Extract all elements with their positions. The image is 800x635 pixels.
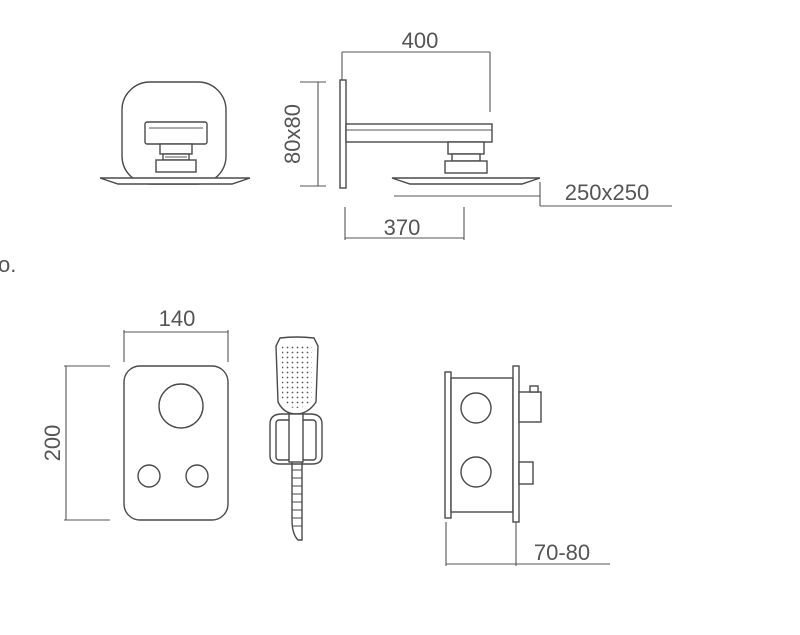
dim-140-label: 140: [159, 306, 196, 331]
dim-400-label: 400: [402, 28, 439, 53]
right-knob-icon: [185, 464, 209, 488]
main-knob-icon: [158, 383, 204, 429]
dim-200-label: 200: [40, 425, 65, 462]
dim-370-label: 370: [384, 215, 421, 240]
stray-text: o.: [0, 252, 16, 277]
dim-80x80-label: 80x80: [280, 104, 305, 164]
shower-head-front-view: [99, 81, 251, 185]
shower-arm-side-view: [300, 51, 672, 240]
valve-plate-front-view: [64, 330, 229, 521]
valve-side-view: [444, 365, 610, 566]
dim-250x250-label: 250x250: [565, 180, 649, 205]
left-knob-icon: [137, 464, 161, 488]
hand-shower: [269, 336, 323, 541]
dim-70-80-label: 70-80: [534, 540, 590, 565]
